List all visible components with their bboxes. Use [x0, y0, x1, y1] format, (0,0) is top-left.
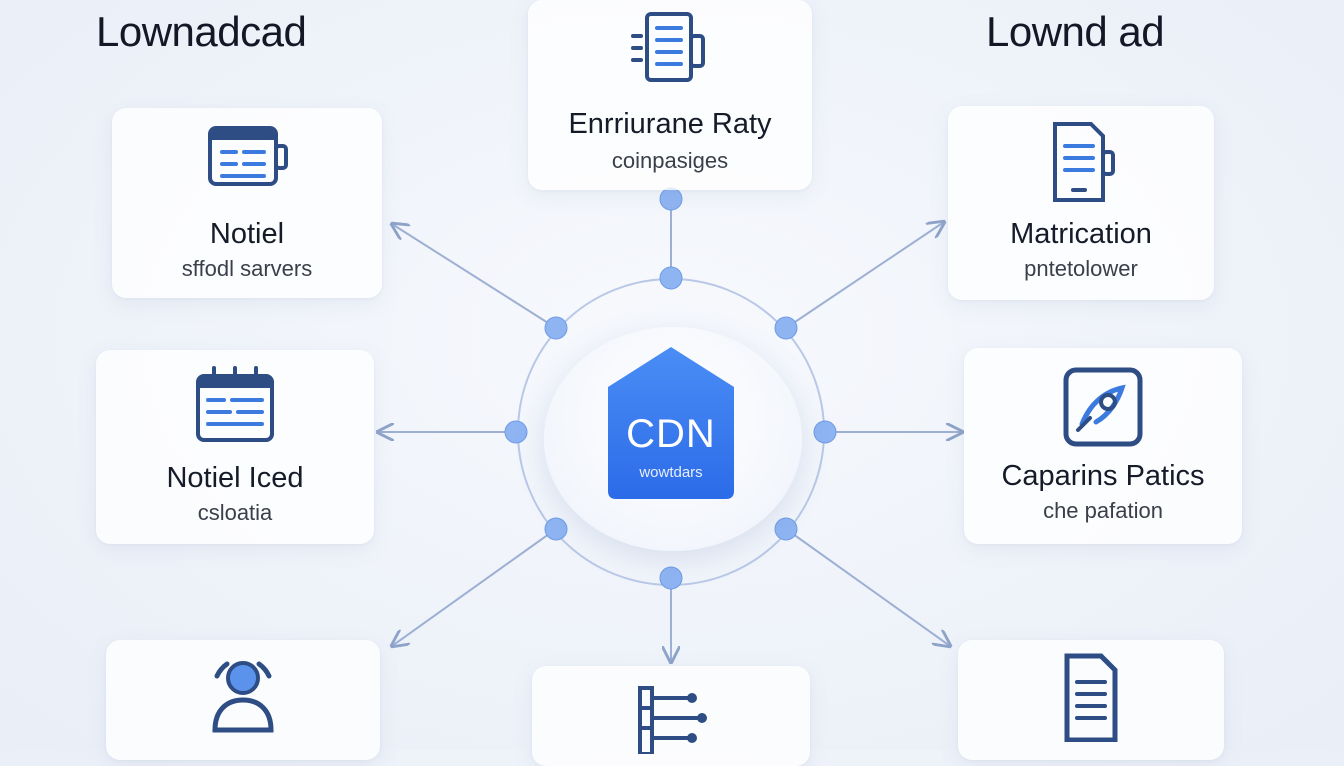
network-tree-icon: [626, 684, 716, 759]
link-bottom-right: [785, 528, 950, 646]
node-card-bottom-center[interactable]: [532, 666, 810, 766]
heading-left-text: Lownadcad: [96, 8, 307, 55]
node-dot: [659, 266, 683, 290]
node-title: Notiel Iced: [166, 462, 304, 494]
server-tower-icon: [625, 8, 715, 93]
node-subtitle: che pafation: [1043, 498, 1163, 523]
heading-right-text: Lownd ad: [986, 8, 1165, 55]
node-card-top[interactable]: Enrriurane Raty coinpasiges: [528, 0, 812, 190]
node-card-mid-right[interactable]: Caparins Patics che pafation: [964, 348, 1242, 544]
analytics-icon: [1060, 364, 1146, 455]
server-rack-icon: [190, 364, 280, 453]
node-subtitle: sffodl sarvers: [181, 256, 313, 281]
node-title: Notiel: [209, 218, 285, 250]
link-bottom-left: [392, 528, 557, 646]
node-subtitle: csloatia: [197, 500, 273, 525]
node-dot: [544, 517, 568, 541]
document-icon: [1053, 652, 1129, 747]
cdn-subtitle: wowtdars: [639, 464, 703, 481]
document-device-icon: [1041, 118, 1121, 213]
node-title: Enrriurane Raty: [568, 108, 772, 140]
link-upper-left: [392, 224, 557, 329]
node-dot: [813, 420, 837, 444]
node-dot: [659, 566, 683, 590]
heading-right: 3020 Lownd ad: [986, 8, 1165, 56]
node-title: Caparins Patics: [1001, 460, 1205, 492]
node-card-bottom-right[interactable]: [958, 640, 1224, 760]
node-card-mid-left[interactable]: Notiel Iced csloatia: [96, 350, 374, 544]
server-panel-icon: [202, 122, 292, 197]
cdn-title: CDN: [626, 412, 716, 456]
node-dot: [659, 187, 683, 211]
node-card-upper-left[interactable]: Notiel sffodl sarvers: [112, 108, 382, 298]
node-dot: [774, 517, 798, 541]
cdn-block-icon: [608, 347, 734, 499]
heading-left: 3020 Lownadcad: [96, 8, 307, 56]
connector-layer: [0, 187, 1344, 750]
node-subtitle: coinpasiges: [611, 148, 729, 173]
node-dot: [774, 316, 798, 340]
node-dot: [544, 316, 568, 340]
user-icon: [201, 654, 285, 743]
node-subtitle: pntetolower: [1024, 256, 1138, 281]
node-title: Matrication: [1010, 218, 1152, 250]
link-upper-right: [785, 222, 944, 329]
node-card-bottom-left[interactable]: [106, 640, 380, 760]
node-card-upper-right[interactable]: Matrication pntetolower: [948, 106, 1214, 300]
node-dot: [504, 420, 528, 444]
